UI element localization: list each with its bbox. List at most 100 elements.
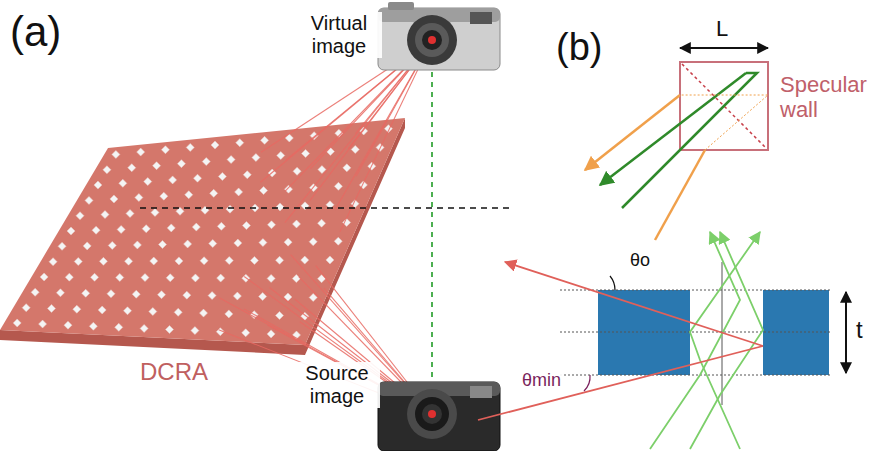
cell: [277, 152, 285, 160]
orange-ray: [655, 150, 705, 240]
cell: [119, 179, 127, 187]
cell: [200, 257, 208, 265]
green-ray: [600, 73, 746, 185]
cell: [293, 167, 301, 175]
angle-arc: [610, 276, 615, 290]
device-label: DCRA: [140, 358, 208, 386]
cell: [99, 257, 107, 265]
cell: [186, 143, 194, 151]
cell: [208, 292, 216, 300]
cell: [159, 240, 167, 248]
cell: [200, 309, 208, 317]
cell: [260, 187, 268, 195]
cell: [65, 273, 73, 281]
cell: [158, 291, 166, 299]
dimension-label: L: [716, 16, 728, 41]
cell: [133, 241, 141, 249]
cell: [326, 256, 334, 264]
cell: [40, 273, 48, 281]
cell: [115, 323, 123, 331]
cell: [276, 311, 284, 319]
cell: [39, 320, 47, 328]
cell: [217, 274, 225, 282]
cell: [242, 329, 250, 337]
cell: [351, 145, 359, 153]
cell: [252, 154, 260, 162]
width-dimension: [680, 47, 768, 49]
cell: [191, 274, 199, 282]
cell: [150, 257, 158, 265]
camera-icon: [378, 382, 500, 451]
cell: [137, 148, 145, 156]
red-ray: [505, 262, 763, 346]
orange-ray: [585, 95, 680, 170]
panel-letter: (b): [556, 26, 602, 70]
cell: [160, 192, 168, 200]
cell: [169, 176, 177, 184]
cell: [242, 222, 250, 230]
cell: [92, 226, 100, 234]
cell: [301, 256, 309, 264]
cell: [259, 239, 267, 247]
cell: [135, 194, 143, 202]
cell: [117, 225, 125, 233]
cell: [276, 203, 284, 211]
cell: [125, 257, 133, 265]
cell: [343, 218, 351, 226]
cell: [98, 306, 106, 314]
angle-label: θo: [628, 250, 652, 271]
cell: [284, 238, 292, 246]
red-ray: [478, 346, 763, 420]
cell: [276, 256, 284, 264]
cell: [293, 220, 301, 228]
cell: [334, 237, 342, 245]
cell: [166, 326, 174, 334]
cell: [58, 242, 66, 250]
cell: [124, 307, 132, 315]
cell: [191, 327, 199, 335]
cell: [174, 308, 182, 316]
cell: [73, 305, 81, 313]
cell: [177, 160, 185, 168]
retroreflector-cells: [13, 125, 392, 339]
angle-arc: [584, 375, 590, 391]
cell: [209, 240, 217, 248]
cell: [225, 310, 233, 318]
camera-label: Source image: [294, 362, 380, 408]
panel-letter: (a): [10, 8, 61, 56]
cell: [343, 164, 351, 172]
cell: [250, 256, 258, 264]
cell: [112, 150, 120, 158]
image-axis: [431, 72, 433, 380]
cell: [103, 166, 111, 174]
cell: [233, 292, 241, 300]
cell: [267, 221, 275, 229]
cell: [48, 304, 56, 312]
cell: [74, 258, 82, 266]
cell: [149, 308, 157, 316]
cell: [236, 139, 244, 147]
cell: [132, 290, 140, 298]
cell: [166, 274, 174, 282]
cell: [218, 172, 226, 180]
green-ray: [650, 232, 740, 449]
light-rays: [219, 40, 432, 414]
cell: [110, 195, 118, 203]
cell: [142, 225, 150, 233]
cell: [292, 275, 300, 283]
cell: [217, 222, 225, 230]
cell: [94, 181, 102, 189]
green-ray: [690, 232, 763, 449]
cell: [153, 162, 161, 170]
cell: [194, 174, 202, 182]
symmetry-plane: [140, 207, 510, 209]
cell: [267, 274, 275, 282]
cell: [326, 147, 334, 155]
guide-line: [560, 332, 830, 333]
cell: [13, 319, 21, 327]
cell: [83, 242, 91, 250]
cell: [31, 288, 39, 296]
cell: [128, 164, 136, 172]
cell: [140, 324, 148, 332]
cell: [91, 273, 99, 281]
